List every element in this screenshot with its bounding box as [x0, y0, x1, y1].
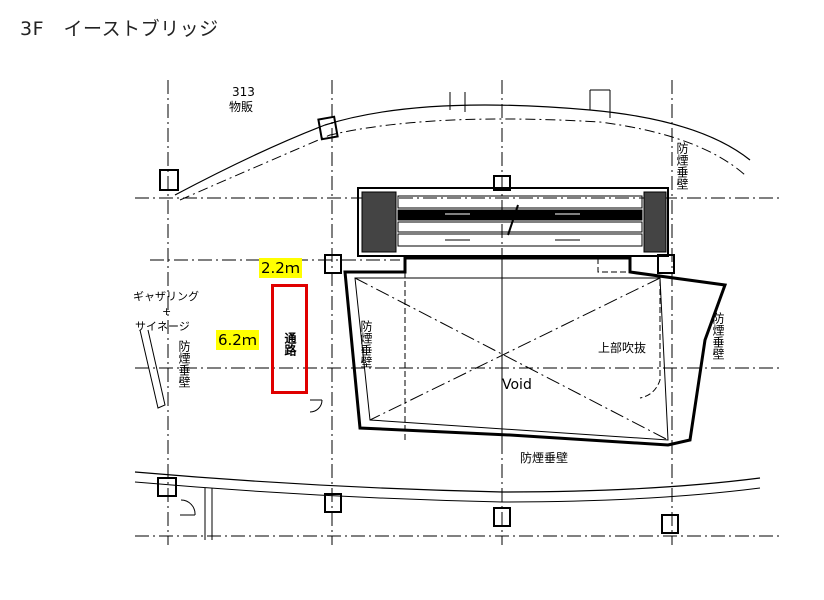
left-wall-label: 防煙垂壁 [177, 340, 191, 388]
room-name-label: 物販 [229, 100, 254, 114]
right-wall-label: 防煙垂壁 [711, 312, 725, 360]
passage-highlight-box [271, 284, 308, 394]
gathering-label: ギャザリング [133, 290, 199, 303]
top-right-wall-label: 防煙垂壁 [675, 142, 689, 190]
plus-label: + [162, 305, 172, 318]
passage-label: 通路 [283, 332, 297, 356]
length-dimension: 6.2ｍ [216, 330, 259, 350]
void-left-wall-label: 防煙垂壁 [359, 320, 373, 368]
signage-label: サイネージ [135, 320, 190, 333]
upper-void-label: 上部吹抜 [598, 341, 647, 355]
bottom-wall-label: 防煙垂壁 [520, 451, 569, 465]
page-title: 3F イーストブリッジ [20, 18, 219, 40]
width-dimension: 2.2ｍ [259, 258, 302, 278]
room-number-label: 313 [232, 85, 255, 99]
void-label: Void [502, 377, 532, 393]
